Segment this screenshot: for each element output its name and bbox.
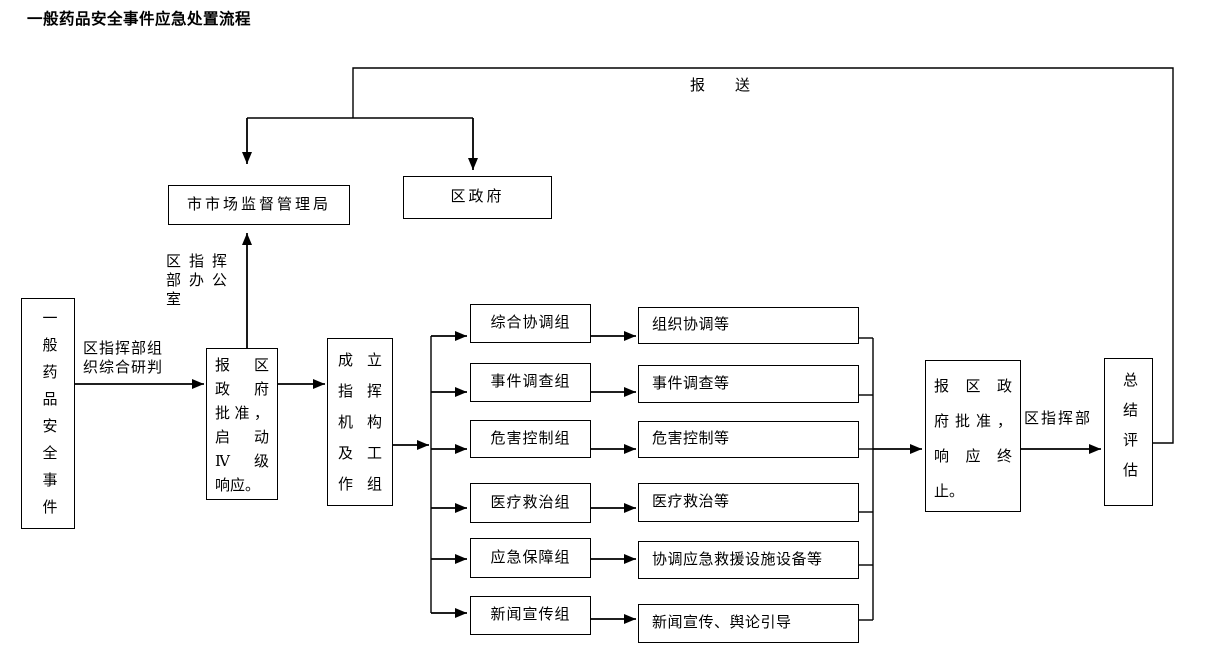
- approval-termination-line: 响应终: [934, 449, 1012, 465]
- task-public-opinion-box: 新闻宣传、舆论引导: [638, 604, 859, 643]
- edge-label-office-line: 区指挥: [166, 254, 236, 270]
- task-medical-treatment-box: 医疗救治等: [638, 483, 859, 522]
- group-news-publicity-box: 新闻宣传组: [470, 596, 591, 635]
- group-label: 事件调查组: [490, 374, 571, 390]
- approval-termination-line: 报区政: [934, 379, 1012, 395]
- task-coordination-box: 组织协调等: [638, 307, 859, 344]
- market-bureau-box: 市市场监督管理局: [168, 185, 350, 225]
- task-investigation-box: 事件调查等: [638, 365, 859, 403]
- approval-start-box: 报区 政府 批准， 启动 Ⅳ级 响应。: [206, 348, 278, 500]
- approval-start-line: 政府: [215, 382, 269, 398]
- task-label: 事件调查等: [652, 375, 730, 392]
- edge-label-report: 报 送: [689, 78, 750, 94]
- task-hazard-control-box: 危害控制等: [638, 421, 859, 458]
- group-medical-treatment-box: 医疗救治组: [470, 483, 591, 523]
- incident-box: 一般药品安全事件: [21, 298, 75, 529]
- group-label: 综合协调组: [490, 315, 571, 331]
- incident-label: 一般药品安全事件: [40, 310, 57, 526]
- summary-evaluation-box: 总结评估: [1104, 358, 1153, 506]
- edge-label-research-line: 区指挥部组: [83, 341, 164, 357]
- task-rescue-facilities-box: 协调应急救援设施设备等: [638, 541, 859, 579]
- task-label: 组织协调等: [652, 317, 730, 333]
- edge-label-research: 区指挥部组 织综合研判: [83, 340, 205, 378]
- setup-line: 成立: [338, 353, 382, 369]
- setup-command-box: 成立 指挥 机构 及工 作组: [327, 338, 393, 506]
- setup-line: 及工: [338, 446, 382, 462]
- group-label: 危害控制组: [490, 430, 571, 447]
- edge-label-research-line: 织综合研判: [83, 360, 164, 376]
- group-hazard-control-box: 危害控制组: [470, 420, 591, 458]
- group-incident-investigation-box: 事件调查组: [470, 363, 591, 402]
- approval-termination-box: 报区政 府批准， 响应终 止。: [925, 360, 1021, 512]
- approval-start-line: Ⅳ级: [215, 454, 269, 470]
- approval-start-line: 报区: [215, 358, 269, 374]
- task-label: 协调应急救援设施设备等: [652, 551, 823, 568]
- market-bureau-label: 市市场监督管理局: [186, 196, 331, 213]
- setup-line: 作组: [338, 477, 382, 493]
- approval-start-line: 启动: [215, 430, 269, 446]
- edge-label-office-line: 室: [166, 292, 190, 308]
- summary-evaluation-label: 总结评估: [1121, 372, 1137, 492]
- approval-start-line: 批准，: [215, 406, 269, 422]
- district-gov-label: 区政府: [450, 189, 505, 205]
- edge-label-command-office: 区指挥 部办公 室: [166, 253, 256, 310]
- task-label: 危害控制等: [652, 431, 730, 447]
- task-label: 医疗救治等: [652, 494, 730, 510]
- page-title: 一般药品安全事件应急处置流程: [27, 11, 252, 28]
- line-report-loop: [352, 67, 1174, 444]
- district-gov-box: 区政府: [403, 176, 552, 219]
- approval-start-line: 响应。: [215, 478, 261, 494]
- group-comprehensive-coordination-box: 综合协调组: [470, 304, 591, 343]
- group-label: 应急保障组: [490, 549, 571, 566]
- group-label: 新闻宣传组: [490, 607, 571, 623]
- approval-termination-line: 止。: [934, 484, 965, 500]
- approval-termination-line: 府批准，: [934, 414, 1012, 430]
- group-label: 医疗救治组: [490, 494, 571, 511]
- setup-line: 指挥: [338, 384, 382, 400]
- setup-line: 机构: [338, 415, 382, 431]
- task-label: 新闻宣传、舆论引导: [652, 615, 792, 631]
- edge-label-office-line: 部办公: [166, 273, 236, 289]
- group-emergency-support-box: 应急保障组: [470, 538, 591, 578]
- edge-label-commander: 区指挥部: [1024, 411, 1093, 427]
